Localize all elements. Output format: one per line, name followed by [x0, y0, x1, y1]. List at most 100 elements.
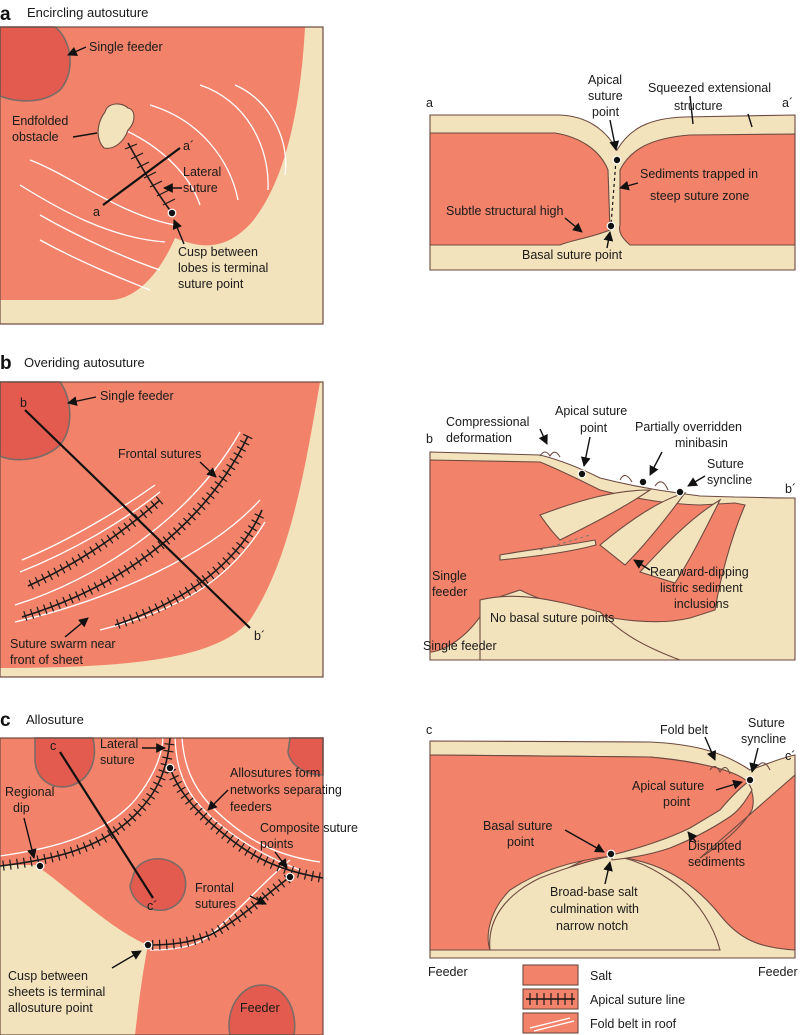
section-c-fold-belt	[709, 762, 771, 775]
panel-c-section: c c´ Fold belt Suture syncline Apical su…	[426, 716, 798, 979]
suture-tick	[167, 531, 176, 541]
legend-fold-line-2	[533, 1020, 575, 1032]
suture-tick	[56, 850, 61, 861]
suture-tick	[222, 557, 231, 566]
label-c-regional-1: Regional	[5, 785, 54, 799]
suture-tick	[34, 576, 41, 587]
suture-tick	[180, 792, 190, 800]
label-c-lateral-2: suture	[100, 753, 135, 767]
arrow-b-rearward	[633, 559, 651, 571]
suture-tick	[218, 475, 228, 483]
section-b-end-right: b´	[785, 482, 796, 496]
suture-tick	[165, 939, 168, 950]
suture-tick	[65, 560, 72, 571]
arrow-b-syncline	[687, 475, 706, 487]
suture-tick	[59, 564, 66, 574]
label-c-composite-1: Composite suture	[260, 821, 358, 835]
label-c-apical-2: point	[663, 795, 691, 809]
map-c-feeder-top-left	[34, 737, 96, 788]
panel-a-section: a a´ Apical suture point Squeezed extens…	[426, 73, 796, 271]
panel-a-letter: a	[0, 4, 11, 25]
label-b-rearward-3: inclusions	[674, 597, 729, 611]
map-b-suture-ticks	[23, 433, 264, 629]
suture-tick	[154, 603, 160, 613]
section-a-apical-point	[612, 155, 622, 165]
suture-tick	[157, 540, 165, 550]
suture-tick	[122, 616, 128, 627]
label-a-single-feeder: Single feeder	[89, 40, 163, 54]
arrow-c-disrupted	[687, 831, 698, 843]
label-a-subtle: Subtle structural high	[446, 204, 563, 218]
arrow-b-overridden	[649, 451, 663, 476]
map-a-sec-end: a´	[183, 139, 194, 153]
map-c-suture-left	[0, 737, 171, 867]
label-c-allo-3: feeders	[230, 800, 272, 814]
map-b-sec-end: b´	[254, 629, 265, 643]
label-a-squeezed-2: structure	[674, 99, 723, 113]
suture-tick	[89, 546, 96, 556]
arrow-a-apical	[609, 119, 620, 151]
suture-tick	[89, 839, 95, 850]
suture-tick	[150, 500, 158, 510]
arrow-c-composite	[274, 851, 288, 869]
label-c-feeder: Feeder	[240, 1001, 280, 1015]
label-b-swarm-1: Suture swarm near	[10, 637, 116, 651]
section-c-end-right: c´	[785, 749, 795, 763]
label-b-single-feeder-below: Single feeder	[423, 639, 497, 653]
suture-tick	[123, 564, 131, 574]
suture-tick	[210, 821, 218, 831]
label-c-lateral-1: Lateral	[100, 737, 138, 751]
suture-tick	[117, 568, 125, 578]
section-c-suture-zone	[611, 781, 753, 861]
suture-tick	[9, 859, 12, 870]
suture-tick	[251, 519, 261, 526]
leader-a-squeezed-2	[747, 113, 753, 128]
suture-tick	[247, 525, 258, 532]
label-c-basal-2: point	[507, 835, 535, 849]
map-a-cusp-point	[167, 208, 177, 218]
label-c-frontal-2: sutures	[195, 897, 236, 911]
section-a-basal-point	[606, 221, 616, 231]
suture-tick	[2, 860, 5, 871]
suture-tick	[162, 536, 171, 545]
suture-tick	[36, 606, 41, 617]
map-b-sec-start: b	[20, 396, 27, 410]
suture-tick	[239, 439, 250, 446]
suture-tick	[166, 597, 173, 607]
legend-fold-label: Fold belt in roof	[590, 1017, 677, 1031]
suture-tick	[42, 604, 48, 615]
section-b-inclusion-1	[499, 539, 597, 561]
suture-tick	[22, 857, 26, 868]
suture-tick	[192, 507, 201, 516]
panel-c: c Allosuture c c	[0, 710, 798, 1035]
label-c-disrupted-2: sediments	[688, 855, 745, 869]
suture-tick	[198, 933, 204, 944]
suture-tick	[76, 844, 81, 855]
suture-tick	[184, 586, 192, 596]
arrow-b-feeder	[67, 396, 97, 406]
suture-tick	[240, 536, 250, 544]
suture-tick	[71, 557, 78, 567]
label-b-single-2: feeder	[432, 585, 467, 599]
suture-tick	[118, 822, 126, 831]
suture-tick	[106, 534, 114, 544]
suture-tick	[128, 518, 137, 527]
arrow-b-compressional	[538, 428, 548, 445]
suture-tick	[148, 606, 154, 616]
map-a-sec-start: a	[93, 205, 100, 219]
suture-tick	[155, 496, 164, 505]
map-c-lateral-point	[165, 763, 175, 773]
suture-tick	[250, 850, 257, 860]
suture-tick	[141, 609, 147, 619]
section-a-end-right: a´	[782, 96, 793, 110]
panel-b: b Overiding autosuture b b´ Single feede…	[0, 353, 796, 678]
suture-tick	[145, 505, 153, 514]
suture-tick	[242, 433, 253, 440]
label-b-rearward-2: listric sediment	[660, 581, 743, 595]
suture-tick	[236, 446, 247, 452]
section-a-end-left: a	[426, 96, 433, 110]
suture-tick	[16, 858, 19, 869]
arrow-c-syncline	[749, 747, 759, 773]
section-c-basal-point	[606, 849, 616, 859]
suture-tick	[185, 797, 194, 805]
